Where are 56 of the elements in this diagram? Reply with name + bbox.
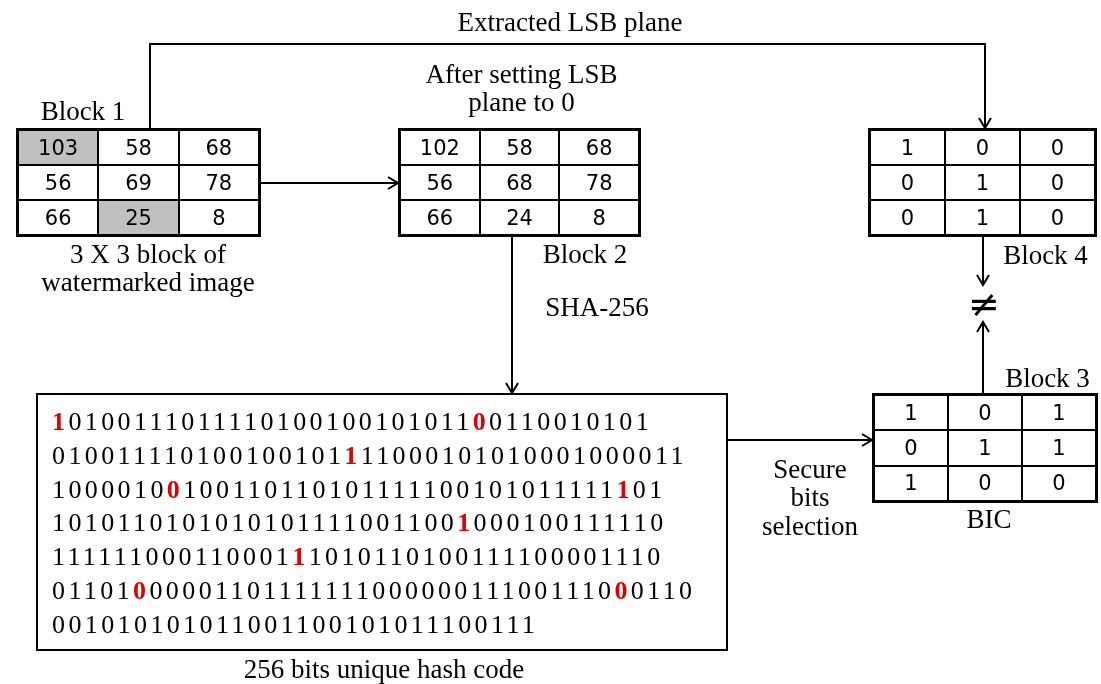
table-cell: 1 (945, 200, 1020, 235)
arrow (727, 433, 873, 447)
table-cell: 0 (870, 165, 945, 200)
block-heading: After setting LSB plane to 0 (424, 60, 619, 117)
table-cell: 25 (98, 200, 179, 235)
hash-bits: 10000100100110110101111100101011111101 (52, 476, 666, 503)
arrow (505, 236, 519, 394)
table-cell: 68 (479, 165, 560, 200)
table-cell: 103 (18, 130, 99, 165)
table-cell: 66 (18, 200, 99, 235)
table-cell: 1 (874, 395, 948, 431)
table-cell: 78 (178, 165, 259, 200)
table-cell: 0 (1020, 200, 1095, 235)
block-caption: 256 bits unique hash code (242, 655, 526, 684)
table-cell: 102 (400, 130, 480, 165)
table-cell: 58 (98, 130, 179, 165)
table-cell: 0 (948, 395, 1022, 431)
table-cell: 24 (479, 200, 560, 235)
table-cell: 1 (870, 130, 945, 165)
block-caption: BIC (965, 505, 1013, 534)
arrow (976, 236, 990, 286)
table-cell: 69 (98, 165, 179, 200)
table-cell: 0 (945, 130, 1020, 165)
block-caption: Block 3 (1004, 364, 1091, 393)
arrow (976, 321, 990, 394)
hash-bits: 1010011101111010010010101100110010101 (52, 409, 653, 435)
table-cell: 1 (945, 165, 1020, 200)
table-cell: 0 (1020, 165, 1095, 200)
table-cell: 8 (559, 200, 639, 235)
block-caption: Block 4 (1002, 241, 1089, 270)
table-cell: 1 (948, 430, 1022, 466)
table-cell: 68 (559, 130, 639, 165)
table-cell: 1 (874, 465, 948, 501)
table-cell: 56 (400, 165, 480, 200)
block-caption: Block 2 (541, 240, 629, 269)
block-caption: 3 X 3 block of watermarked image (40, 240, 256, 297)
table-cell: 0 (874, 430, 948, 466)
table-cell: 0 (1022, 465, 1096, 501)
block-heading: Block 1 (39, 97, 127, 126)
hash-bits: 0110100000110111111100000011100111000110 (52, 578, 696, 604)
table-cell: 0 (948, 465, 1022, 501)
arrow (260, 176, 399, 190)
table-cell: 56 (18, 165, 99, 200)
not-equal-sign: ≠ (964, 285, 1004, 322)
table-cell: 78 (559, 165, 639, 200)
table-cell: 68 (178, 130, 259, 165)
table-cell: 58 (479, 130, 560, 165)
hash-bits: 10101101010101011110011001000100111110 (52, 510, 667, 537)
table-cell: 1 (1022, 430, 1096, 466)
table-cell: 8 (178, 200, 259, 235)
arrow (149, 43, 992, 129)
hash-bits: 001010101011001100101011100111 (52, 611, 539, 638)
table-cell: 0 (870, 200, 945, 235)
table-cell: 0 (1020, 130, 1095, 165)
table-cell: 1 (1022, 395, 1096, 431)
table-cell: 66 (400, 200, 480, 235)
